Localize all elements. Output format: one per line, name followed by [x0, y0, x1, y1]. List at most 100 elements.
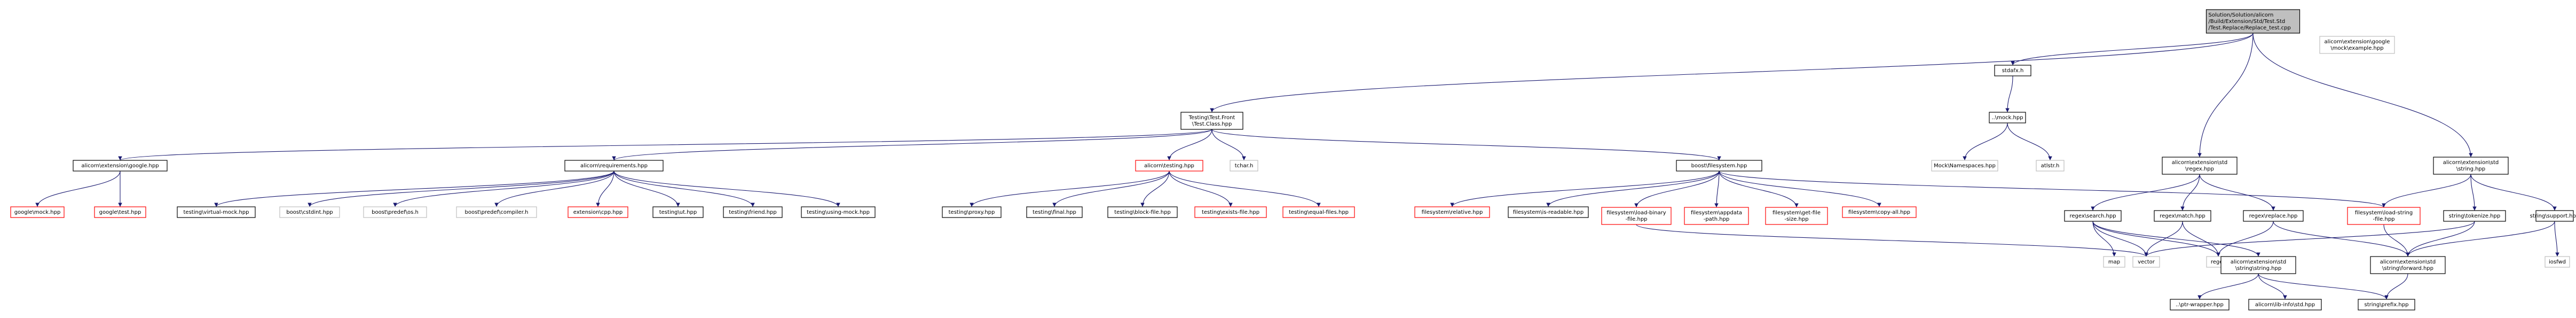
graph-node-using-mock[interactable]: testing\using-mock.hpp: [801, 206, 876, 218]
node-label: filesystem\copy-all.hpp: [1848, 210, 1910, 215]
graph-node-testing-final[interactable]: testing\final.hpp: [1026, 206, 1083, 218]
edge-testing-hpp-to-equal-files: [1169, 170, 1321, 207]
node-label: testing\ut.hpp: [659, 210, 697, 215]
edge-root-to-std-regex: [2197, 33, 2254, 158]
graph-node-exists-file[interactable]: testing\exists-file.hpp: [1194, 206, 1267, 218]
graph-node-string-tokenize[interactable]: string\tokenize.hpp: [2443, 210, 2506, 222]
graph-node-fs-appdata[interactable]: filesystem\appdata-path.hpp: [1684, 207, 1749, 225]
node-label: \Test.Class.hpp: [1192, 121, 1232, 127]
graph-node-string-prefix[interactable]: string\prefix.hpp: [2358, 299, 2415, 311]
edge-std-regex-to-regex-match: [2180, 174, 2200, 211]
edge-testing-hpp-to-testing-final: [1052, 170, 1170, 207]
node-box: [652, 206, 704, 218]
graph-node-testing-friend[interactable]: testing\friend.hpp: [723, 206, 783, 218]
node-box: [1508, 206, 1589, 218]
node-box: [2433, 157, 2509, 175]
graph-node-fs-copy-all[interactable]: filesystem\copy-all.hpp: [1842, 206, 1917, 218]
graph-node-stdafx[interactable]: stdafx.h: [1994, 65, 2031, 76]
graph-node-std-string[interactable]: alicorn\extension\std\string.hpp: [2433, 157, 2509, 175]
node-label: testing\equal-files.hpp: [1289, 210, 1349, 215]
graph-node-fs-getsize[interactable]: filesystem\get-file-size.hpp: [1765, 207, 1828, 225]
node-layer: Solution/Solution/alicorn/Build/Extensio…: [10, 9, 2576, 311]
node-box: [564, 160, 664, 172]
graph-node-test-front[interactable]: Testing\Test.Front\Test.Class.hpp: [1180, 112, 1243, 130]
node-box: [2103, 256, 2125, 268]
graph-node-boost-fs[interactable]: boost\filesystem.hpp: [1676, 160, 1762, 172]
node-box: [2248, 299, 2322, 311]
edge-std-string-to-string-tokenize: [2470, 174, 2477, 211]
graph-node-regex-replace[interactable]: regex\replace.hpp: [2243, 210, 2304, 222]
node-label: alicorn\lib-info\std.hpp: [2255, 302, 2315, 308]
edge-boost-fs-to-fs-appdata: [1714, 170, 1720, 208]
node-box: [1414, 206, 1490, 218]
node-box: [2243, 210, 2304, 222]
node-box: [1135, 160, 1203, 172]
node-box: [2132, 256, 2160, 268]
edge-boost-fs-to-fs-load-binary: [1634, 170, 1720, 208]
node-box: [2535, 210, 2574, 222]
graph-node-ptr-wrapper[interactable]: ..\ptr-wrapper.hpp: [2170, 299, 2230, 311]
edge-root-to-std-string: [2252, 33, 2473, 158]
graph-node-std-regex[interactable]: alicorn\extension\std\regex.hpp: [2162, 157, 2238, 175]
graph-node-extension-cpp[interactable]: extension\cpp.hpp: [568, 206, 628, 218]
edge-std-string2-to-lib-info: [2258, 273, 2287, 300]
node-label: -size.hpp: [1784, 216, 1808, 222]
edge-string-tokenize-to-vector: [2144, 221, 2475, 257]
graph-node-regex-match[interactable]: regex\match.hpp: [2154, 210, 2211, 222]
edge-std-string2-to-ptr-wrapper: [2197, 273, 2259, 300]
graph-node-testing-proxy[interactable]: testing\proxy.hpp: [942, 206, 1002, 218]
edge-testing-hpp-to-block-file: [1140, 170, 1170, 207]
graph-node-fs-load-binary[interactable]: filesystem\load-binary-file.hpp: [1601, 207, 1672, 225]
node-box: [1282, 206, 1355, 218]
graph-node-string-support[interactable]: string\support.hpp: [2530, 210, 2576, 222]
graph-node-virtual-mock[interactable]: testing\virtual-mock.hpp: [177, 206, 256, 218]
graph-node-regex-search[interactable]: regex\search.hpp: [2064, 210, 2122, 222]
node-box: [1931, 160, 1998, 172]
node-label: vector: [2138, 259, 2155, 265]
graph-node-ext-google[interactable]: alicorn\extension\google.hpp: [73, 160, 168, 172]
node-box: [1676, 160, 1762, 172]
node-box: [1765, 207, 1828, 225]
graph-node-block-file[interactable]: testing\block-file.hpp: [1107, 206, 1178, 218]
graph-node-root[interactable]: Solution/Solution/alicorn/Build/Extensio…: [2205, 9, 2301, 34]
node-label: \mock\example.hpp: [2330, 45, 2383, 51]
node-label: string\tokenize.hpp: [2449, 213, 2500, 219]
graph-node-predef-os: boost\predef\os.h: [363, 206, 427, 218]
graph-node-std-string-fwd[interactable]: alicorn\extension\std\string\forward.hpp: [2370, 256, 2446, 274]
node-box: [2162, 157, 2238, 175]
graph-node-fs-relative[interactable]: filesystem\relative.hpp: [1414, 206, 1490, 218]
node-label: Solution/Solution/alicorn: [2209, 12, 2274, 18]
graph-node-vector: vector: [2132, 256, 2160, 268]
node-box: [1684, 207, 1749, 225]
node-label: iosfwd: [2549, 259, 2566, 265]
node-label: -file.hpp: [2373, 216, 2394, 222]
node-label: string\prefix.hpp: [2365, 302, 2409, 308]
graph-node-lib-info[interactable]: alicorn\lib-info\std.hpp: [2248, 299, 2322, 311]
graph-node-fs-load-string[interactable]: filesystem\load-string-file.hpp: [2347, 207, 2421, 225]
graph-node-testing-hpp[interactable]: alicorn\testing.hpp: [1135, 160, 1203, 172]
node-label: ..\mock.hpp: [1991, 115, 2023, 121]
node-label: boost\filesystem.hpp: [1691, 163, 1747, 169]
graph-node-std-string2[interactable]: alicorn\extension\std\string\string.hpp: [2220, 256, 2296, 274]
edge-root-to-stdafx: [2011, 33, 2254, 66]
edge-regex-search-to-vector: [2092, 221, 2148, 257]
graph-node-mock-hpp[interactable]: ..\mock.hpp: [1989, 112, 2026, 123]
node-box: [568, 206, 628, 218]
graph-node-equal-files[interactable]: testing\equal-files.hpp: [1282, 206, 1355, 218]
node-box: [801, 206, 876, 218]
graph-node-google-mock[interactable]: google\mock.hpp: [10, 206, 65, 218]
node-box: [73, 160, 168, 172]
node-label: alicorn\extension\google.hpp: [81, 163, 159, 169]
edge-root-to-test-front: [1210, 33, 2254, 113]
graph-node-fs-readable[interactable]: filesystem\is-readable.hpp: [1508, 206, 1589, 218]
node-box: [2443, 210, 2506, 222]
graph-node-requirements[interactable]: alicorn\requirements.hpp: [564, 160, 664, 172]
edge-boost-fs-to-fs-relative: [1450, 170, 1720, 207]
edge-stdafx-to-mock-hpp: [2005, 75, 2013, 113]
node-label: regex\replace.hpp: [2249, 213, 2298, 219]
graph-node-testing-ut[interactable]: testing\ut.hpp: [652, 206, 704, 218]
node-box: [2545, 256, 2570, 268]
graph-node-atlstr: atlstr.h: [2036, 160, 2065, 172]
graph-node-google-test[interactable]: google\test.hpp: [94, 206, 146, 218]
